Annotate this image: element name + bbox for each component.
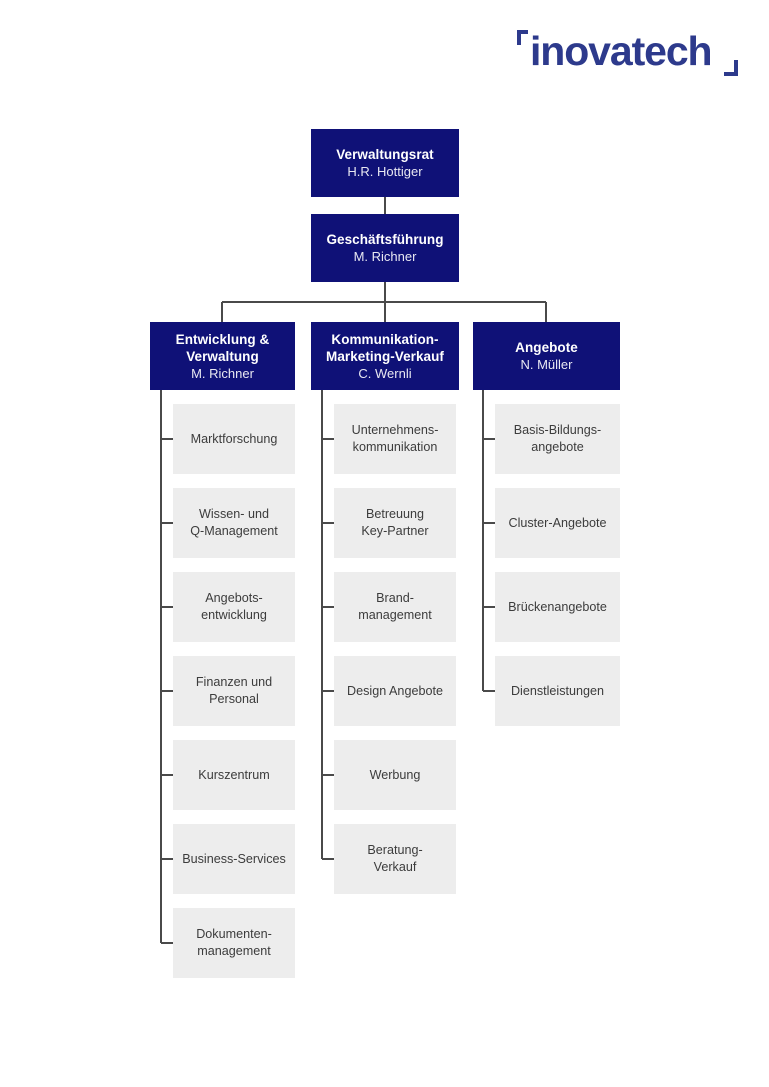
node-unit-brandmanagement[interactable]: Brand- management [334,572,456,642]
node-department-angebote[interactable]: Angebote N. Müller [473,322,620,390]
node-title-line1: Wissen- und [199,507,269,521]
node-title-line1: Marktforschung [190,431,278,446]
node-title-line1: Angebots- [205,591,263,605]
node-title-line1: Dokumenten- [196,927,272,941]
node-title-line1: Business-Services [182,851,286,866]
node-title-line1: Kommunikation- [331,331,439,347]
node-title-line2: Key-Partner [361,524,429,538]
node-title-line2: Personal [209,692,259,706]
node-person: N. Müller [520,357,573,372]
node-title-line1: Cluster-Angebote [508,515,607,530]
node-title-line1: Entwicklung & [175,331,270,347]
node-unit-basis-bildungsangebote[interactable]: Basis-Bildungs- angebote [495,404,620,474]
logo-left-tick-icon [517,30,521,45]
node-title-line2: kommunikation [352,440,438,454]
brand-name: inovatech [530,28,713,74]
node-title-line1: Beratung- [367,843,423,857]
node-title-line1: Brand- [376,591,414,605]
node-verwaltungsrat[interactable]: Verwaltungsrat H.R. Hottiger [311,129,459,197]
node-unit-cluster-angebote[interactable]: Cluster-Angebote [495,488,620,558]
node-unit-kurszentrum[interactable]: Kurszentrum [173,740,295,810]
logo-right-tick-icon [724,72,738,76]
brand-logo: inovatech [508,24,748,84]
node-person: M. Richner [191,365,254,381]
node-title-line2: entwicklung [201,608,267,622]
node-title-line1: Basis-Bildungs- [513,423,602,437]
node-title-line1: Brückenangebote [508,599,607,614]
node-title: Verwaltungsrat [336,147,434,162]
node-unit-werbung[interactable]: Werbung [334,740,456,810]
node-person: M. Richner [353,249,417,264]
node-title-line2: angebote [531,440,584,454]
node-title-line2: Verwaltung [186,348,259,364]
node-title-line1: Unternehmens- [351,423,439,437]
node-unit-beratung-verkauf[interactable]: Beratung- Verkauf [334,824,456,894]
node-unit-dokumentenmanagement[interactable]: Dokumenten- management [173,908,295,978]
node-unit-marktforschung[interactable]: Marktforschung [173,404,295,474]
node-unit-angebotsentwicklung[interactable]: Angebots- entwicklung [173,572,295,642]
node-unit-design-angebote[interactable]: Design Angebote [334,656,456,726]
node-unit-brueckenangebote[interactable]: Brückenangebote [495,572,620,642]
node-title-line2: Verkauf [373,860,417,874]
node-title-line2: Marketing-Verkauf [326,348,444,364]
node-unit-unternehmenskommunikation[interactable]: Unternehmens- kommunikation [334,404,456,474]
node-unit-betreuung-key-partner[interactable]: Betreuung Key-Partner [334,488,456,558]
node-person: C. Wernli [358,365,412,381]
node-department-kommunikation-marketing-verkauf[interactable]: Kommunikation- Marketing-Verkauf C. Wern… [311,322,459,390]
node-geschaeftsfuehrung[interactable]: Geschäftsführung M. Richner [311,214,459,282]
node-unit-finanzen-personal[interactable]: Finanzen und Personal [173,656,295,726]
node-title-line1: Dienstleistungen [510,683,605,698]
node-title-line1: Design Angebote [347,683,443,698]
node-title-line1: Kurszentrum [198,767,270,782]
node-title-line1: Finanzen und [195,675,273,689]
node-title-line2: management [358,608,432,622]
node-unit-business-services[interactable]: Business-Services [173,824,295,894]
node-title-line1: Angebote [515,340,578,355]
node-title-line2: Q-Management [190,524,278,538]
node-unit-wissen-q-management[interactable]: Wissen- und Q-Management [173,488,295,558]
node-title-line2: management [197,944,271,958]
node-unit-dienstleistungen[interactable]: Dienstleistungen [495,656,620,726]
logo-right-tick-icon [734,60,738,76]
node-department-entwicklung-verwaltung[interactable]: Entwicklung & Verwaltung M. Richner [150,322,295,390]
node-person: H.R. Hottiger [347,164,423,179]
node-title-line1: Werbung [369,767,421,782]
logo-left-tick-icon [517,30,528,34]
node-title-line1: Betreuung [365,507,425,521]
node-title: Geschäftsführung [326,232,444,247]
